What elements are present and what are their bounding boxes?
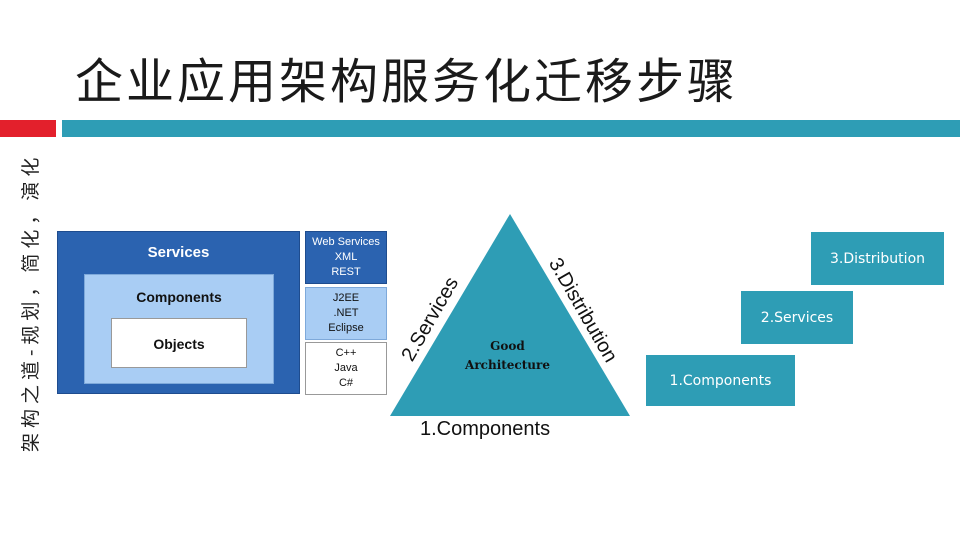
title-underline-red <box>0 120 56 137</box>
slide-title: 企业应用架构服务化迁移步骤 <box>75 54 739 110</box>
tech-item: Eclipse <box>328 322 364 334</box>
services-layer-label: Services <box>147 244 210 261</box>
objects-layer-label: Objects <box>153 336 205 352</box>
side-note: 架构之道-规划，简化，演化 <box>20 152 42 452</box>
tech-item: C# <box>338 377 354 389</box>
components-layer: Components Objects <box>84 274 274 384</box>
triangle-center-line2: Architecture <box>465 358 550 372</box>
tech-stack-services: Web Services XML REST <box>305 231 387 284</box>
tech-item: Java <box>334 362 358 374</box>
tech-item: J2EE <box>332 292 360 304</box>
services-layer: Services Components Objects <box>57 231 300 394</box>
step-components: 1.Components <box>646 355 795 406</box>
step-services: 2.Services <box>741 291 853 344</box>
tech-stack-components: J2EE .NET Eclipse <box>305 287 387 340</box>
components-layer-label: Components <box>136 289 222 305</box>
step-distribution: 3.Distribution <box>811 232 944 285</box>
objects-layer: Objects <box>111 318 247 368</box>
tech-item: REST <box>331 266 361 278</box>
tech-item: C++ <box>335 347 357 359</box>
tech-stack-objects: C++ Java C# <box>305 342 387 395</box>
architecture-triangle <box>390 214 630 416</box>
triangle-center-label: Good Architecture <box>460 337 555 375</box>
tech-item: .NET <box>333 307 359 319</box>
tech-item: XML <box>334 251 358 263</box>
triangle-center-line1: Good <box>490 339 525 353</box>
triangle-shape <box>390 214 630 416</box>
title-underline-teal <box>62 120 960 137</box>
triangle-bottom-edge-label: 1.Components <box>420 418 551 440</box>
tech-item: Web Services <box>312 236 380 248</box>
